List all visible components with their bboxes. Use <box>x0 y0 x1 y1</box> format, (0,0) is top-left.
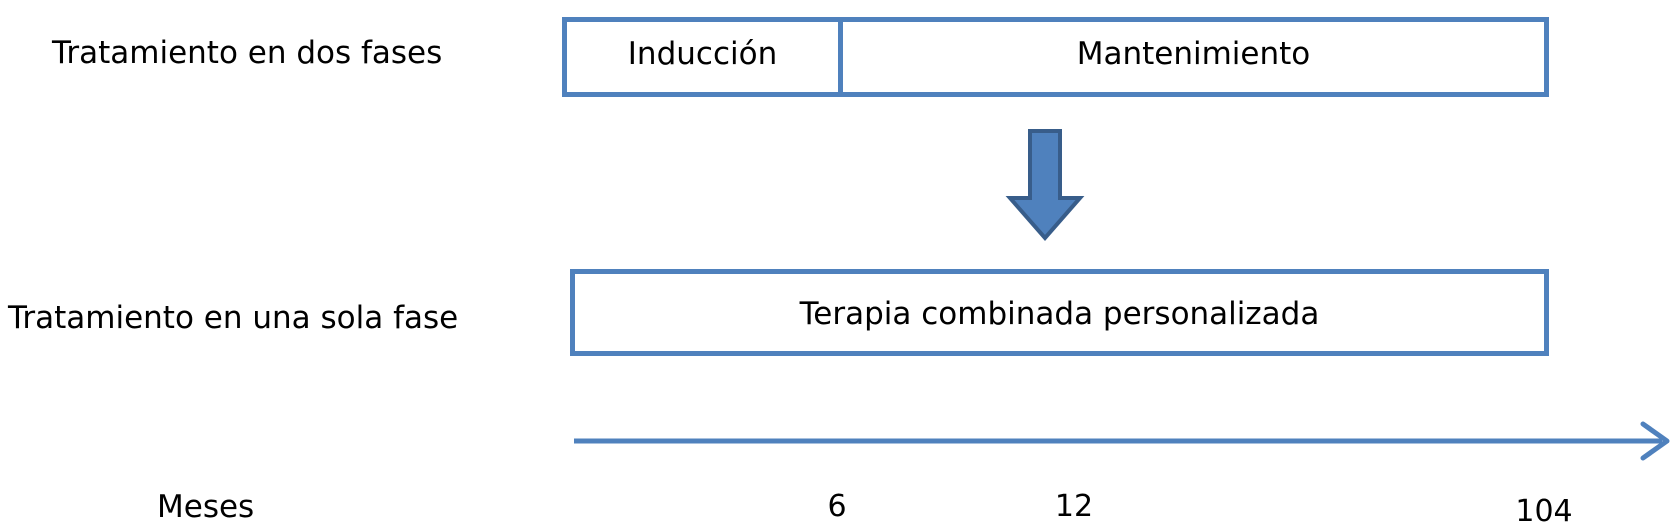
induction-segment-label: Inducción <box>627 36 778 72</box>
axis-tick-label: 6 <box>827 489 847 524</box>
single-phase-row-label: Tratamiento en una sola fase <box>8 300 459 336</box>
axis-unit-label: Meses <box>157 489 255 525</box>
phase-divider <box>838 17 843 97</box>
axis-tick-label: 12 <box>1054 489 1094 524</box>
two-phase-row-label: Tratamiento en dos fases <box>52 35 443 71</box>
maintenance-segment-label: Mantenimiento <box>1076 36 1311 72</box>
axis-tick-label: 104 <box>1515 494 1573 529</box>
two-phase-box <box>562 17 1549 97</box>
single-phase-box <box>570 269 1549 356</box>
combined-therapy-segment-label: Terapia combinada personalizada <box>799 296 1320 332</box>
timeline-arrowhead-icon <box>1640 421 1670 461</box>
down-arrow-icon <box>1005 129 1085 242</box>
